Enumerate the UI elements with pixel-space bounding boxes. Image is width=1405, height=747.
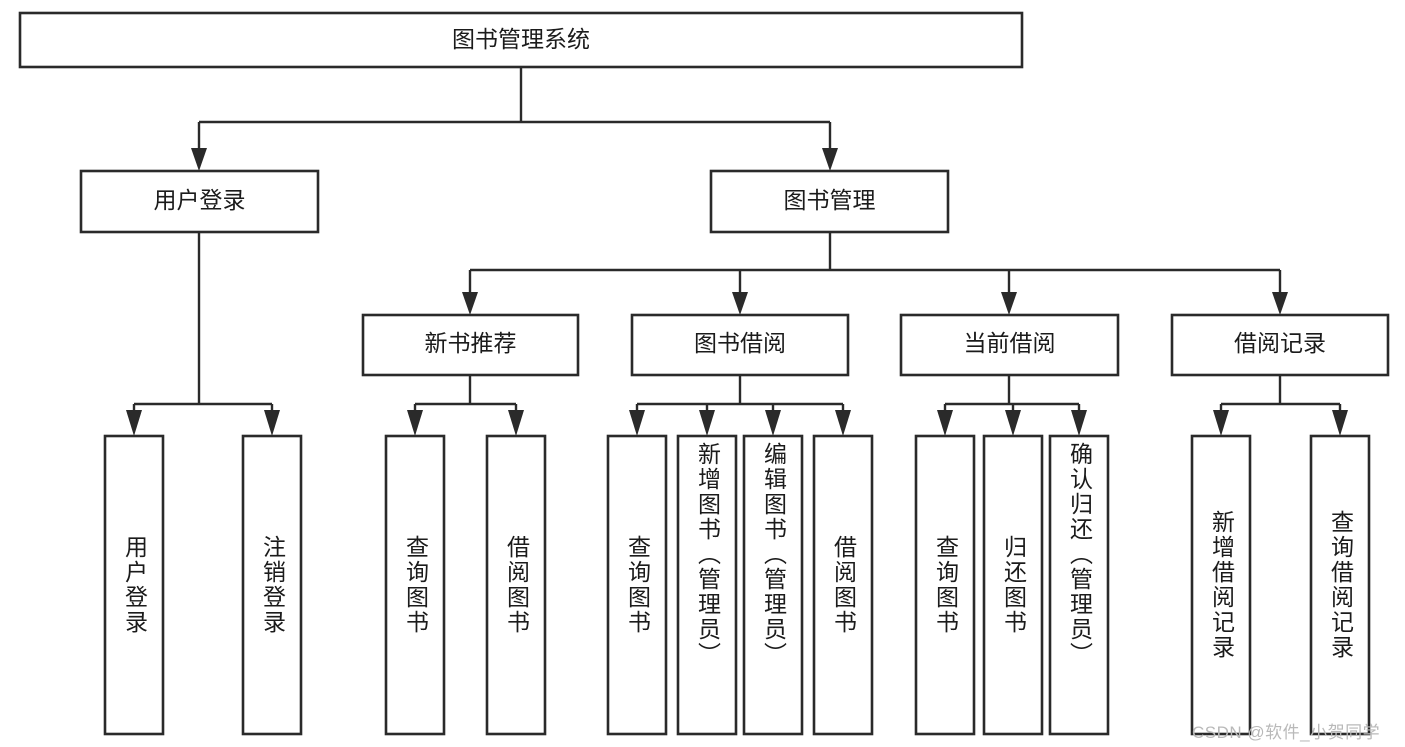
node-new-book-recommend[interactable]: 新书推荐 xyxy=(361,313,580,377)
arrowhead-leaf-return-book xyxy=(1005,410,1021,436)
arrowhead-leaf-query-book-borrow xyxy=(629,410,645,436)
arrowhead-leaf-user-login xyxy=(126,410,142,436)
node-borrow-record[interactable]: 借阅记录 xyxy=(1170,313,1390,377)
node-leaf-logout-box[interactable] xyxy=(241,434,303,736)
node-new-book-recommend-box[interactable] xyxy=(361,313,580,377)
connector-group-user-login xyxy=(126,232,280,436)
arrowhead-leaf-add-borrow-record xyxy=(1213,410,1229,436)
node-leaf-query-book-current-box[interactable] xyxy=(914,434,976,736)
node-current-borrow-box[interactable] xyxy=(899,313,1120,377)
node-borrow-record-box[interactable] xyxy=(1170,313,1390,377)
arrowhead-leaf-query-book-rec xyxy=(407,410,423,436)
node-leaf-borrow-book-box[interactable] xyxy=(812,434,874,736)
node-book-manage-box[interactable] xyxy=(709,169,950,234)
arrowhead-leaf-edit-book-admin xyxy=(765,410,781,436)
node-book-borrow[interactable]: 图书借阅 xyxy=(630,313,850,377)
arrowhead-user-login xyxy=(191,148,207,171)
node-borrow-record-label: 借阅记录 xyxy=(1234,330,1326,356)
node-leaf-borrow-book-rec-box[interactable] xyxy=(485,434,547,736)
arrowhead-leaf-add-book-admin xyxy=(699,410,715,436)
arrowhead-book-borrow xyxy=(732,292,748,315)
node-leaf-return-book-box[interactable] xyxy=(982,434,1044,736)
node-new-book-recommend-label: 新书推荐 xyxy=(425,330,517,356)
connector-group-new-book-recommend xyxy=(407,375,524,436)
node-user-login-label: 用户登录 xyxy=(154,187,246,213)
connector-group-root xyxy=(191,67,838,171)
node-leaf-add-borrow-record-box[interactable] xyxy=(1190,434,1252,736)
arrowhead-borrow-record xyxy=(1272,292,1288,315)
arrowhead-new-book-recommend xyxy=(462,292,478,315)
node-book-manage[interactable]: 图书管理 xyxy=(709,169,950,234)
connector-group-borrow-record xyxy=(1213,375,1348,436)
csdn-watermark: CSDN @软件_小贺同学 xyxy=(1192,723,1381,742)
arrowhead-leaf-query-borrow-record xyxy=(1332,410,1348,436)
node-user-login[interactable]: 用户登录 xyxy=(79,169,320,234)
node-leaf-add-book-admin-box[interactable] xyxy=(676,434,738,736)
node-leaf-query-book-rec-box[interactable] xyxy=(384,434,446,736)
arrowhead-leaf-borrow-book xyxy=(835,410,851,436)
connector-group-current-borrow xyxy=(937,375,1087,436)
arrowhead-leaf-logout xyxy=(264,410,280,436)
arrowhead-leaf-borrow-book-rec xyxy=(508,410,524,436)
node-leaf-edit-book-admin-box[interactable] xyxy=(742,434,804,736)
connector-group-book-borrow xyxy=(629,375,851,436)
arrowhead-leaf-query-book-current xyxy=(937,410,953,436)
node-leaf-confirm-return-admin-box[interactable] xyxy=(1048,434,1110,736)
node-leaf-query-borrow-record-box[interactable] xyxy=(1309,434,1371,736)
node-leaf-query-book-borrow-box[interactable] xyxy=(606,434,668,736)
node-current-borrow-label: 当前借阅 xyxy=(964,330,1056,356)
node-leaf-user-login-box[interactable] xyxy=(103,434,165,736)
node-book-manage-label: 图书管理 xyxy=(784,187,876,213)
arrowhead-leaf-confirm-return-admin xyxy=(1071,410,1087,436)
node-book-borrow-label: 图书借阅 xyxy=(694,330,786,356)
node-root-label: 图书管理系统 xyxy=(452,26,590,52)
arrowhead-current-borrow xyxy=(1001,292,1017,315)
node-current-borrow[interactable]: 当前借阅 xyxy=(899,313,1120,377)
leaf-boxes xyxy=(103,434,1371,736)
node-user-login-box[interactable] xyxy=(79,169,320,234)
arrowhead-book-manage xyxy=(822,148,838,171)
node-root-box[interactable] xyxy=(18,11,1024,69)
node-root[interactable]: 图书管理系统 xyxy=(18,11,1024,69)
node-book-borrow-box[interactable] xyxy=(630,313,850,377)
connector-group-book-manage xyxy=(462,232,1288,315)
